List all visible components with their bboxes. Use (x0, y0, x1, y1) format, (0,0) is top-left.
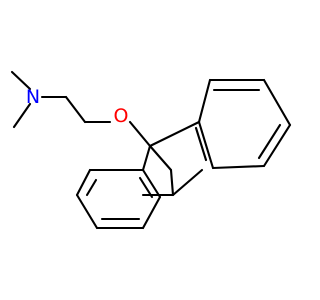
molecule-diagram: N O (10, 70, 292, 230)
ring-left-bond (75, 168, 92, 197)
right-benzene-ring (194, 78, 292, 170)
ring-right-bond (262, 123, 292, 168)
bond-bridge-methylene-lower (169, 168, 175, 197)
bond-bridgehead-top-to-left-ring (141, 144, 152, 172)
bond-n-methyl-lower (12, 102, 32, 129)
ring-right-bond (197, 120, 215, 170)
ring-left-bond (75, 193, 99, 230)
ring-left-bond (141, 195, 162, 230)
bond-bridgehead-bottom-to-right-ring (171, 168, 204, 197)
ring-right-bond (211, 164, 266, 170)
left-benzene-ring (75, 168, 162, 230)
ring-left-inner-bond (138, 176, 154, 199)
nitrogen-atom-label: N (26, 86, 40, 108)
ring-right-inner-bond (257, 123, 282, 160)
bond-oxygen-bridgehead (128, 120, 152, 148)
dimethylamino-group (10, 70, 68, 129)
ethoxy-chain (64, 95, 152, 148)
bond-bridgehead-top-to-right-ring (148, 120, 201, 148)
ring-right-bond (197, 78, 212, 124)
bond-ch2-ch2 (64, 95, 87, 124)
ring-right-inner-bond (194, 126, 208, 162)
ring-right-bond (262, 78, 292, 127)
ring-left-inner-bond (85, 178, 98, 197)
bond-bridge-methylene-upper (148, 144, 173, 172)
ring-left-bond (141, 168, 162, 199)
bond-n-methyl-upper (10, 70, 32, 91)
oxygen-atom-label: O (114, 105, 129, 127)
